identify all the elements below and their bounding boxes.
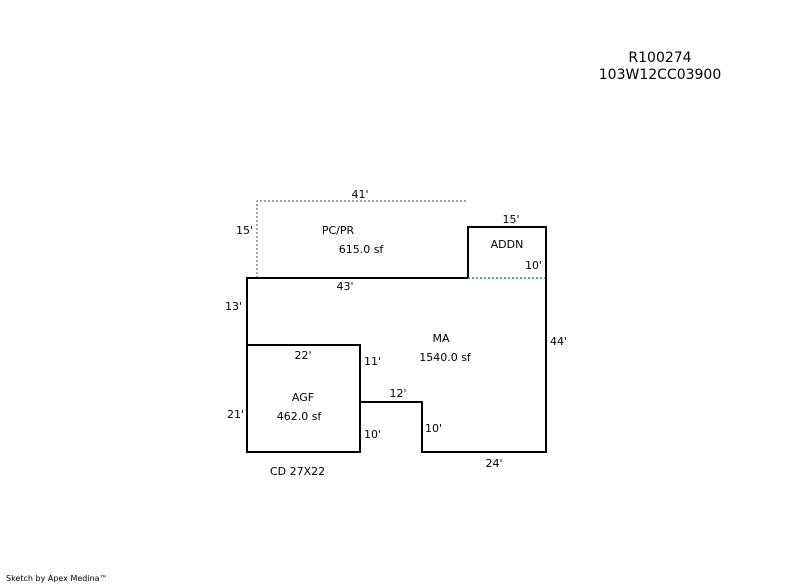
- dim-step-right: 10': [425, 422, 443, 435]
- dim-addn-right: 10': [525, 259, 543, 272]
- agf-outline: [246, 344, 361, 453]
- dim-pcpr-top: 41': [351, 188, 369, 201]
- dim-agf-right: 11': [364, 355, 382, 368]
- parcel-number: 103W12CC03900: [598, 67, 722, 83]
- dim-ma-left: 13': [225, 300, 243, 313]
- dim-agf-left: 21': [227, 408, 245, 421]
- pcpr-area: 615.0 sf: [338, 243, 384, 256]
- ma-outline: [246, 277, 547, 453]
- pcpr-outline: [256, 200, 468, 278]
- sketch-credit: Sketch by Apex Medina™: [6, 574, 108, 583]
- dim-ma-bottom: 24': [485, 457, 503, 470]
- dim-pcpr-left: 15': [236, 224, 254, 237]
- ma-area: 1540.0 sf: [419, 351, 471, 364]
- carport-note: CD 27X22: [270, 465, 326, 478]
- agf-name: AGF: [291, 391, 315, 404]
- property-id: R100274: [628, 50, 692, 66]
- agf-area: 462.0 sf: [276, 410, 322, 423]
- addn-name: ADDN: [490, 238, 524, 251]
- dim-agf-top: 22': [294, 349, 312, 362]
- dim-addn-top: 15': [502, 213, 520, 226]
- dim-step-top: 12': [389, 387, 407, 400]
- ma-name: MA: [432, 332, 450, 345]
- dim-ma-top: 43': [336, 280, 354, 293]
- addn-outline: [467, 226, 547, 278]
- dim-ma-right: 44': [550, 335, 568, 348]
- pcpr-name: PC/PR: [321, 224, 355, 237]
- dim-agf-right-lower: 10': [364, 428, 382, 441]
